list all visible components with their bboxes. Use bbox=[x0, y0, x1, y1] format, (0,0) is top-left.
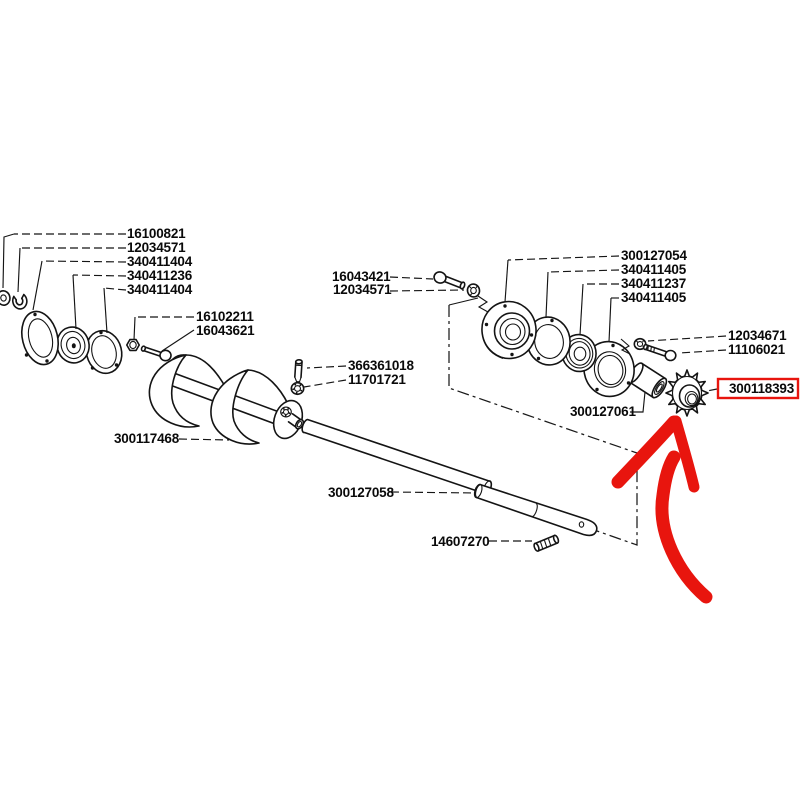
part-label-300127054: 300127054 bbox=[621, 248, 687, 263]
part-label-340411237: 340411237 bbox=[621, 276, 686, 291]
highlight-box bbox=[716, 377, 800, 400]
part-label-340411405-a: 340411405 bbox=[621, 262, 687, 277]
part-washer-12034571-center bbox=[466, 283, 481, 298]
part-washer-12034671 bbox=[633, 337, 647, 351]
part-label-12034571-top-left: 12034571 bbox=[127, 240, 186, 255]
part-bearing-340411236 bbox=[56, 326, 90, 364]
part-shaft-300127058 bbox=[301, 418, 598, 537]
highlight-arrow-icon bbox=[611, 415, 713, 604]
part-label-16100821: 16100821 bbox=[127, 226, 186, 241]
part-label-300127061: 300127061 bbox=[570, 404, 636, 419]
part-auger-300117468 bbox=[148, 354, 305, 445]
part-bolt-16043621 bbox=[140, 345, 172, 362]
part-sprocket-300118393 bbox=[665, 369, 709, 417]
part-label-340411236: 340411236 bbox=[127, 268, 193, 283]
part-label-300117468: 300117468 bbox=[114, 431, 180, 446]
auger-end-nut bbox=[280, 406, 292, 418]
break-mark-icon-right bbox=[620, 338, 631, 355]
part-nut-11701721 bbox=[290, 381, 305, 396]
part-label-16043621: 16043621 bbox=[196, 323, 255, 338]
part-label-16102211: 16102211 bbox=[196, 309, 254, 324]
part-label-340411404-a: 340411404 bbox=[127, 254, 193, 269]
part-pin-366361018 bbox=[294, 358, 303, 383]
part-label-14607270: 14607270 bbox=[431, 534, 489, 549]
part-flange-ring-340411404-front bbox=[21, 310, 59, 366]
part-labels: 16100821 12034571 340411404 340411236 34… bbox=[114, 226, 795, 549]
part-bolt-11106021 bbox=[642, 343, 677, 362]
part-label-11701721: 11701721 bbox=[348, 372, 406, 387]
part-label-12034671: 12034671 bbox=[728, 328, 787, 343]
part-label-300127058: 300127058 bbox=[328, 485, 394, 500]
break-mark-icon bbox=[477, 295, 489, 313]
highlight-annotation bbox=[611, 377, 800, 604]
part-label-16043421: 16043421 bbox=[332, 269, 391, 284]
part-bolt-16043421 bbox=[433, 271, 466, 290]
part-flange-hub-300127054 bbox=[481, 300, 537, 360]
auger-end-bushing bbox=[287, 413, 305, 430]
part-label-300118393: 300118393 bbox=[729, 381, 795, 396]
part-label-340411405-b: 340411405 bbox=[621, 290, 687, 305]
part-label-366361018: 366361018 bbox=[348, 358, 414, 373]
part-label-11106021: 11106021 bbox=[728, 342, 786, 357]
part-lock-washer-12034571 bbox=[11, 293, 28, 310]
part-washer-16100821 bbox=[0, 290, 11, 306]
leader-lines bbox=[2, 233, 727, 542]
part-nut-16102211 bbox=[126, 338, 140, 352]
part-label-340411404-b: 340411404 bbox=[127, 282, 193, 297]
part-roll-pin-14607270 bbox=[533, 534, 560, 552]
part-label-12034571-center: 12034571 bbox=[333, 282, 392, 297]
